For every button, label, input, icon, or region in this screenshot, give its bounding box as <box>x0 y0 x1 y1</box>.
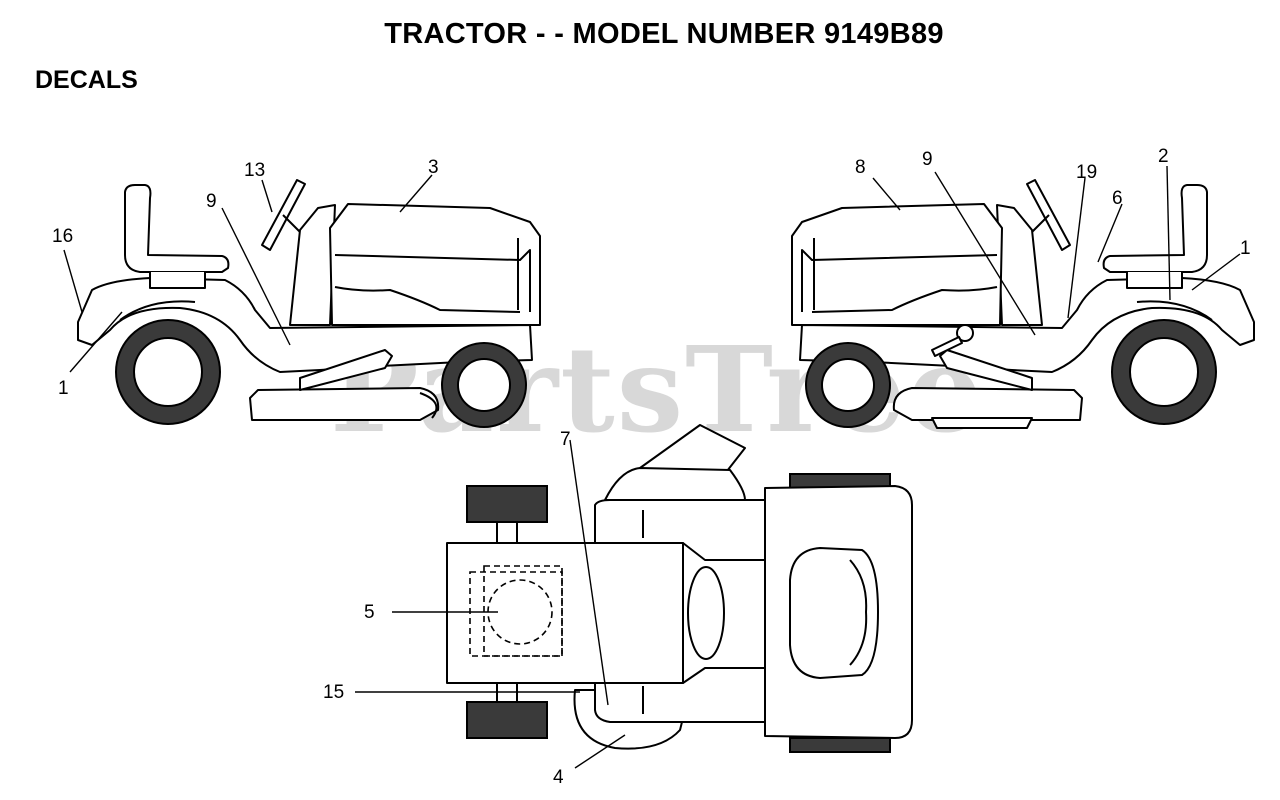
callout-left-13: 13 <box>244 160 265 181</box>
callout-right-19: 19 <box>1076 162 1097 183</box>
callout-right-9: 9 <box>922 149 933 170</box>
front-tire-top-lower <box>789 737 891 753</box>
section-heading: DECALS <box>35 66 138 94</box>
mower-deck-left <box>249 387 440 421</box>
callout-right-8: 8 <box>855 157 866 178</box>
callout-right-1: 1 <box>1240 238 1251 259</box>
callout-top-4: 4 <box>553 767 564 788</box>
rear-tire-top-lower <box>466 701 548 739</box>
callout-top-15: 15 <box>323 682 344 703</box>
tractor-right-side-view <box>791 179 1255 429</box>
tractor-top-view <box>355 424 913 769</box>
callout-left-1: 1 <box>58 378 69 399</box>
rear-tire-top-upper <box>466 485 548 523</box>
tractor-left-side-view <box>63 174 541 428</box>
mower-deck-right <box>892 387 1083 421</box>
callout-right-6: 6 <box>1112 188 1123 209</box>
hood-left <box>329 203 541 326</box>
page-title: TRACTOR - - MODEL NUMBER 9149B89 <box>384 18 944 50</box>
rear-body-top <box>446 542 684 684</box>
callout-left-3: 3 <box>428 157 439 178</box>
seat-right <box>1102 184 1208 273</box>
callout-left-9: 9 <box>206 191 217 212</box>
callout-top-7: 7 <box>560 429 571 450</box>
seat-left <box>124 184 230 273</box>
callout-left-16: 16 <box>52 226 73 247</box>
callout-right-2: 2 <box>1158 146 1169 167</box>
callout-top-5: 5 <box>364 602 375 623</box>
